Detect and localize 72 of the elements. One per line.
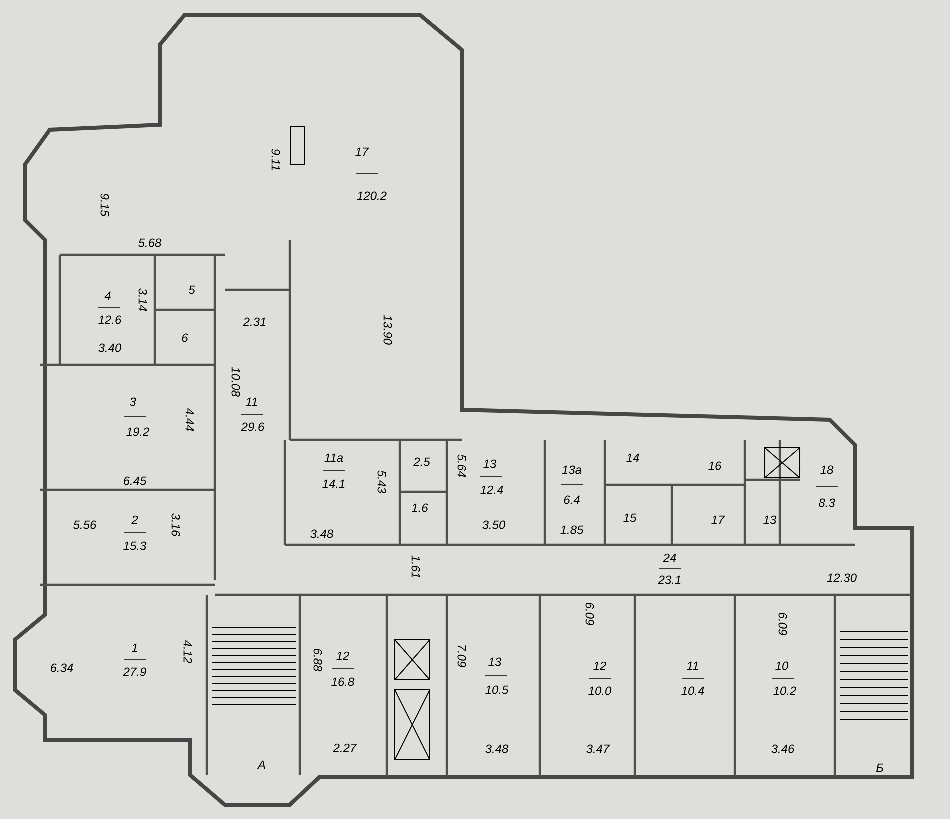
room-number: 13a	[562, 466, 582, 474]
dimension-label: 6.45	[124, 476, 147, 486]
room-number: 10	[776, 662, 789, 670]
dimension-label: 10.08	[232, 367, 240, 397]
area-label: 19.2	[126, 428, 150, 436]
room-number: 17	[712, 516, 726, 524]
area-label: 16.8	[332, 678, 355, 686]
dimension-label: 13.90	[384, 315, 392, 345]
dimension-label: 3.14	[138, 288, 148, 312]
room-number: 12	[594, 662, 606, 670]
dimension-label: 3.48	[486, 744, 509, 754]
room-number: 13	[764, 516, 777, 524]
area-label: 6.4	[564, 496, 580, 504]
dimension-label: 6.88	[314, 649, 322, 672]
dimension-label: 1.85	[560, 526, 584, 534]
area-label: 10.0	[588, 686, 612, 696]
area-label: 10.2	[774, 686, 796, 696]
room-number: 16	[708, 462, 722, 470]
room-number: 2	[132, 516, 138, 524]
room-number: 11	[687, 662, 698, 670]
dimension-label: 2.31	[243, 318, 266, 326]
dimension-label: 4.44	[186, 408, 194, 432]
dimension-label: 1.6	[412, 504, 428, 512]
dimension-label: 2.27	[333, 744, 358, 752]
dimension-label: 7.09	[458, 646, 466, 668]
area-label: 14.1	[322, 480, 345, 488]
area-label: 29.6	[241, 422, 265, 432]
room-number: 6	[182, 334, 188, 342]
room-number: 24	[663, 554, 676, 562]
area-label: 10.4	[682, 686, 704, 696]
dimension-label: 3.40	[98, 344, 122, 352]
dimension-label: 12.30	[827, 574, 857, 582]
dimension-label: 2.5	[414, 458, 430, 466]
area-label: 10.5	[486, 686, 509, 694]
area-label: 8.3	[818, 498, 836, 508]
area-label: 15.3	[124, 542, 147, 550]
dimension-label: 6.09	[778, 613, 788, 636]
dimension-label: 9.15	[100, 194, 110, 217]
room-number: A	[257, 760, 266, 770]
room-number: 14	[626, 454, 640, 462]
room-number: 3	[130, 398, 136, 406]
dimension-label: 6.34	[51, 664, 74, 672]
room-number: 4	[104, 292, 111, 300]
area-label: 23.1	[658, 576, 681, 584]
dimension-label: 3.48	[310, 530, 334, 538]
area-label: 120.2	[357, 192, 387, 200]
area-label: 12.4	[480, 486, 504, 494]
dimension-label: 5.43	[378, 470, 386, 494]
dimension-label: 6.09	[586, 603, 594, 626]
room-number: 5	[188, 286, 196, 294]
room-number: 1	[132, 644, 138, 652]
room-number: 17	[356, 148, 370, 156]
dimension-label: 5.64	[458, 454, 466, 478]
room-number: 13	[488, 658, 502, 666]
dimension-label: 3.50	[482, 520, 506, 530]
area-label: 27.9	[123, 668, 146, 676]
dimension-label: 3.46	[772, 744, 795, 754]
room-number: 12	[336, 652, 350, 660]
dimension-label: 3.16	[172, 514, 180, 537]
room-number: 13	[484, 460, 497, 468]
room-number: Б	[876, 764, 884, 772]
dimension-label: 3.47	[586, 744, 610, 754]
dimension-label: 9.11	[272, 149, 280, 170]
dimension-label: 5.68	[138, 238, 162, 248]
room-number: 18	[820, 466, 834, 474]
area-label: 12.6	[98, 316, 122, 324]
dimension-label: 1.61	[412, 556, 420, 578]
room-number: 15	[624, 514, 637, 522]
dimension-label: 5.56	[74, 520, 97, 530]
room-number: 11	[246, 398, 258, 406]
dimension-label: 4.12	[184, 640, 192, 664]
room-number: 11a	[324, 454, 344, 462]
